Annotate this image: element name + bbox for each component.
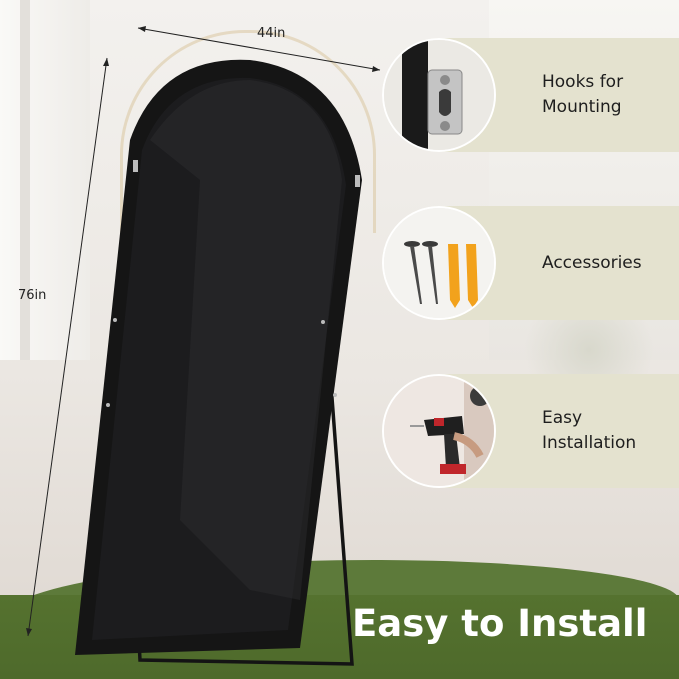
mirror-bolt <box>106 403 110 407</box>
headline-easy-to-install: Easy to Install <box>352 602 648 645</box>
width-dimension-line <box>137 26 381 72</box>
hooks-label-line2: Mounting <box>542 97 622 117</box>
accessories-label: Accessories <box>542 206 672 320</box>
accessories-label-line1: Accessories <box>542 252 642 273</box>
hooks-label-line1: Hooks for <box>542 72 624 92</box>
background-window-left <box>0 0 90 360</box>
mirror-hook-left <box>133 160 138 172</box>
hooks-photo-circle <box>382 38 496 152</box>
feature-callout-accessories: Accessories <box>382 206 679 320</box>
wall-anchor-icon <box>466 244 478 308</box>
mirror-bolt <box>113 318 117 322</box>
mirror-bolt <box>333 393 337 397</box>
wall-anchor-icon <box>448 244 460 308</box>
screw-icon <box>404 241 422 304</box>
mirror-glass-reflection <box>150 80 342 600</box>
installation-photo-circle <box>382 374 496 488</box>
drill-icon <box>384 376 494 486</box>
feature-callout-hooks: Hooks for Mounting <box>382 38 679 152</box>
screw-icon <box>422 241 438 304</box>
width-label: 44in <box>257 26 286 41</box>
height-dimension-line <box>26 57 109 637</box>
screws-anchors-icon <box>384 208 494 318</box>
hooks-label: Hooks for Mounting <box>542 38 672 152</box>
installation-label-line1: Easy <box>542 408 583 428</box>
height-label: 76in <box>18 288 47 303</box>
feature-callout-installation: Easy Installation <box>382 374 679 488</box>
hook-bracket-icon <box>384 40 494 150</box>
mirror-hook-right <box>355 175 360 187</box>
accessories-photo-circle <box>382 206 496 320</box>
installation-label: Easy Installation <box>542 374 672 488</box>
mirror-bolt <box>321 320 325 324</box>
installation-label-line2: Installation <box>542 433 637 453</box>
